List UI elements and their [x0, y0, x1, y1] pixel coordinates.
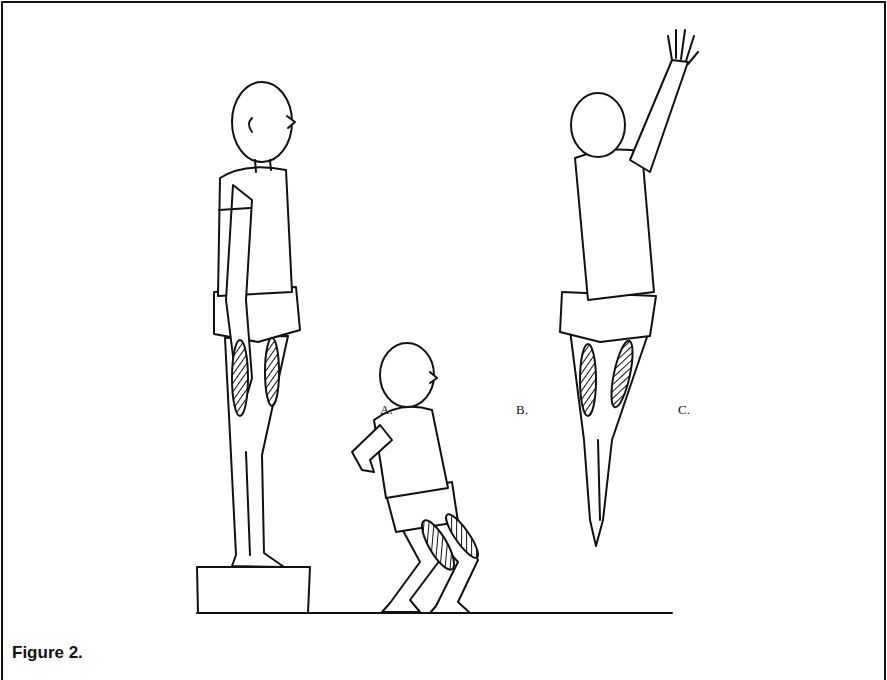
hamstring-muscle	[580, 344, 596, 416]
hamstring-muscle	[441, 511, 482, 562]
figure-letter: A.	[380, 402, 393, 418]
jumping-figure	[560, 30, 698, 546]
jump-box	[197, 567, 310, 613]
landing-figure	[352, 343, 478, 613]
hamstring-muscle	[232, 340, 248, 416]
quadriceps-muscle	[265, 338, 279, 406]
figure-letter: B.	[516, 402, 528, 418]
quadriceps-muscle	[607, 339, 637, 409]
standing-figure	[214, 82, 300, 567]
figure-letter: C.	[678, 402, 690, 418]
figure-caption: Figure 2.	[12, 643, 83, 663]
